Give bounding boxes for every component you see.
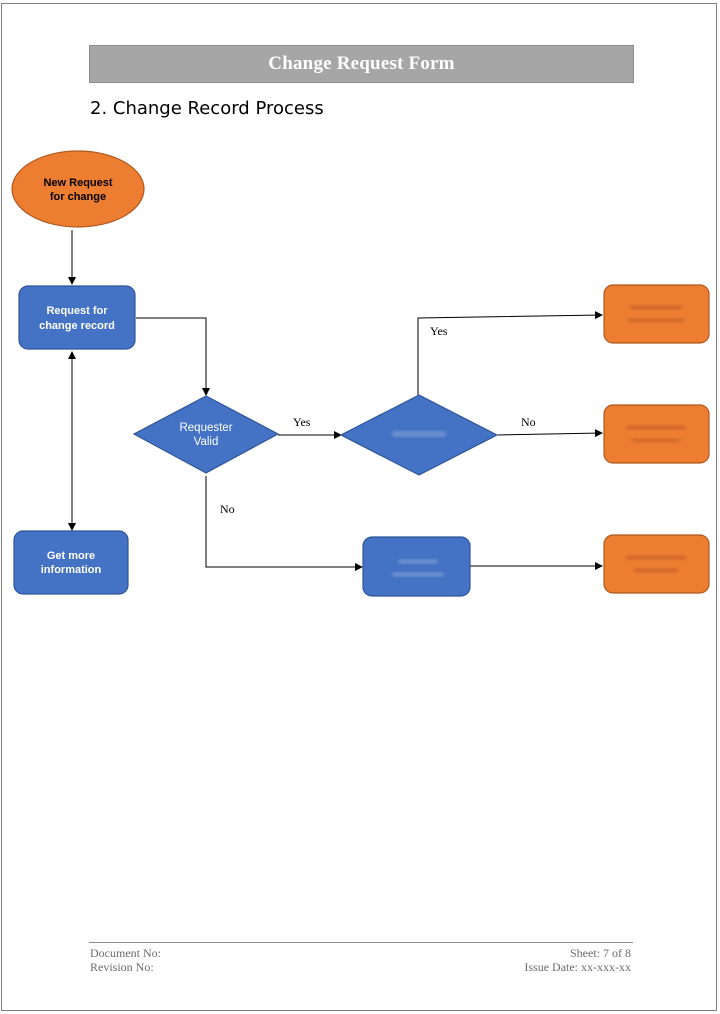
edge-label-yes-1: Yes — [293, 415, 311, 429]
section-heading: 2. Change Record Process — [90, 98, 324, 119]
blurred-label — [628, 318, 684, 323]
form-title-bar: Change Request Form — [89, 45, 634, 83]
edge-request-to-valid — [136, 317, 210, 396]
node-outcome-middle — [603, 404, 710, 464]
node-get-more-info-line2: information — [41, 564, 102, 576]
edge-label-no-2: No — [220, 502, 235, 516]
edge-decision2-no — [496, 429, 603, 438]
footer-rule — [89, 942, 633, 943]
edge-valid-no — [205, 476, 363, 571]
node-get-more-info-line1: Get more — [47, 550, 95, 562]
footer-revision-no: Revision No: — [90, 960, 154, 974]
node-requester-valid-line1: Requester — [179, 422, 232, 434]
form-title: Change Request Form — [268, 53, 455, 74]
page-frame — [1, 3, 717, 1011]
node-requester-valid: Requester Valid — [132, 395, 280, 474]
blurred-label — [634, 568, 678, 573]
node-new-request-line1: New Request — [43, 177, 112, 189]
footer-document-no: Document No: — [90, 946, 161, 960]
node-get-more-info: Get more information — [13, 530, 129, 595]
node-outcome-top — [603, 284, 710, 344]
blurred-label — [392, 572, 444, 577]
blurred-label — [398, 559, 438, 564]
node-new-request-line2: for change — [50, 191, 106, 203]
node-process-box — [362, 536, 471, 597]
edge-label-yes-2: Yes — [430, 324, 448, 338]
blurred-label — [392, 431, 446, 437]
blurred-label — [632, 438, 680, 443]
edge-decision2-yes — [417, 311, 603, 395]
blurred-label — [626, 425, 686, 430]
node-requester-valid-line2: Valid — [194, 436, 219, 448]
node-outcome-bottom — [603, 534, 710, 594]
node-decision-2 — [339, 394, 499, 476]
blurred-label — [626, 555, 686, 560]
node-new-request: New Request for change — [11, 150, 145, 228]
node-request-record: Request for change record — [18, 285, 136, 350]
edge-label-no-1: No — [521, 415, 536, 429]
footer-sheet: Sheet: 7 of 8 — [570, 946, 631, 960]
footer-issue-date: Issue Date: xx-xxx-xx — [524, 960, 631, 974]
node-request-record-line1: Request for — [46, 305, 108, 317]
blurred-label — [630, 305, 682, 310]
node-request-record-line2: change record — [39, 320, 115, 332]
